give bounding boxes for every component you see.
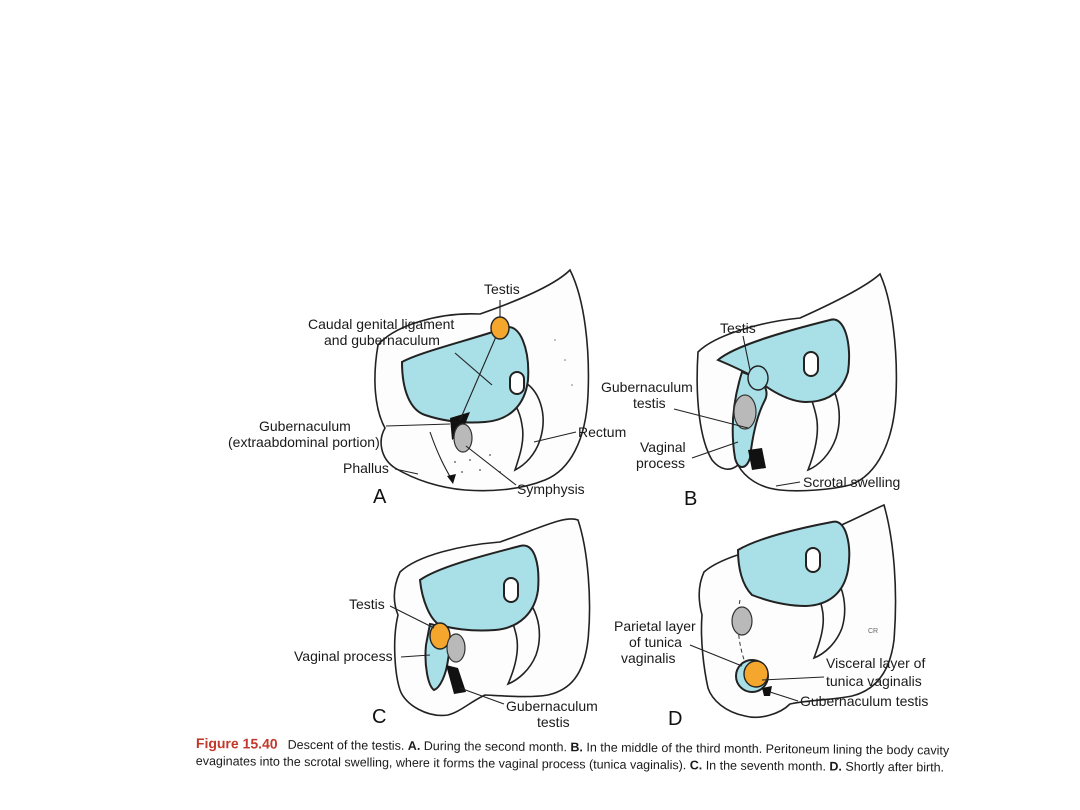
panel-a-symphysis-label: Symphysis	[517, 481, 585, 497]
caption-intro: Descent of the testis.	[287, 737, 405, 753]
panel-c-letter: C	[372, 706, 386, 728]
panel-a-caudal-leader	[454, 352, 493, 386]
panel-d-parietal-label-1: Parietal layer	[614, 618, 696, 634]
panel-b-vaginal-label-2: process	[636, 455, 685, 471]
panel-a-body-cavity	[400, 326, 530, 424]
panel-a-rectum-label: Rectum	[578, 424, 626, 440]
panel-d-body-cavity	[736, 520, 851, 608]
panel-c-rectum-lumen	[503, 577, 519, 603]
panel-b-gubernaculum-leader	[673, 408, 749, 429]
panel-b-testis	[747, 365, 769, 391]
caption-text-c: In the seventh month.	[705, 758, 827, 774]
panel-b-rectum-lumen	[803, 351, 819, 377]
panel-d-testis	[743, 660, 769, 688]
panel-c-testis-leader	[389, 605, 435, 629]
panel-d-gubernaculum	[762, 686, 772, 696]
figure-number: Figure 15.40	[195, 735, 278, 752]
panel-d-symphysis	[731, 606, 753, 636]
panel-d-gubernaculum-label: Gubernaculum testis	[800, 693, 928, 709]
panel-d: Parietal layer of tunica vaginalis Visce…	[614, 503, 928, 730]
panel-c-gubernaculum-label-1: Gubernaculum	[506, 698, 598, 714]
panel-a-phallus-leader	[394, 468, 419, 475]
panel-a-symphysis-leader	[465, 445, 517, 486]
panel-c-vaginal-leader	[400, 654, 431, 658]
panel-d-obliterated-process	[737, 599, 747, 666]
panel-a-gubernaculum-label-1: Gubernaculum	[259, 418, 351, 434]
panel-a-gubernaculum-leader	[385, 423, 451, 427]
panel-a-testis	[490, 316, 510, 340]
panel-a-testis-label: Testis	[484, 281, 520, 297]
panel-d-letter: D	[668, 708, 682, 730]
caption-key-a: A.	[407, 738, 421, 753]
panel-b-gubernaculum-label-2: testis	[633, 395, 666, 411]
panel-a-gubernaculum-label-2: (extraabdominal portion)	[228, 434, 380, 450]
figure-caption: Figure 15.40 Descent of the testis. A. Du…	[196, 735, 976, 777]
panel-d-parietal-leader	[689, 644, 743, 667]
panel-c-gubernaculum	[446, 665, 466, 694]
panel-b: Testis Gubernaculum testis Vaginal proce…	[601, 272, 900, 510]
panel-b-symphysis	[733, 394, 757, 430]
panel-d-rectum-lumen	[805, 547, 821, 573]
panel-a-rectum-leader	[533, 431, 577, 443]
panel-b-testis-label: Testis	[720, 320, 756, 336]
panel-a-rectum-lumen	[509, 371, 525, 395]
panel-c-testis-label: Testis	[349, 596, 385, 612]
panel-b-letter: B	[684, 488, 697, 510]
panel-a-caudal-label-1: Caudal genital ligament	[308, 316, 454, 332]
panel-c: Testis Vaginal process Gubernaculum test…	[294, 518, 598, 730]
panel-a-letter: A	[373, 486, 387, 508]
panel-a-caudal-label-2: and gubernaculum	[324, 332, 440, 348]
caption-key-d: D.	[829, 759, 842, 774]
panel-c-vaginal-label: Vaginal process	[294, 648, 393, 664]
caption-text-a: During the second month.	[423, 738, 568, 755]
panel-b-scrotal-leader	[775, 481, 801, 487]
panel-c-gubernaculum-leader	[459, 687, 505, 705]
panel-d-artist-initials: CR	[868, 628, 878, 635]
panel-c-gubernaculum-label-2: testis	[537, 714, 570, 730]
panel-b-vaginal-label-1: Vaginal	[640, 439, 686, 455]
panel-b-gubernaculum	[748, 448, 766, 470]
caption-key-c: C.	[689, 758, 703, 773]
panel-d-visceral-label-2: tunica vaginalis	[826, 673, 922, 689]
panel-d-visceral-leader	[761, 676, 825, 681]
panel-c-testis	[429, 622, 451, 650]
panel-a-arrowhead	[447, 474, 456, 484]
panel-d-parietal-label-2: of tunica	[629, 634, 682, 650]
panel-d-parietal-label-3: vaginalis	[621, 650, 675, 666]
panel-a-phallus-label: Phallus	[343, 460, 389, 476]
panel-a: Testis Caudal genital ligament and guber…	[228, 268, 626, 508]
caption-text-d: Shortly after birth.	[845, 759, 945, 775]
panel-b-vaginal-leader	[691, 441, 739, 459]
panel-a-ligament	[459, 331, 499, 421]
panel-a-symphysis	[453, 423, 473, 453]
panel-b-gubernaculum-label-1: Gubernaculum	[601, 379, 693, 395]
panel-d-visceral-label-1: Visceral layer of	[826, 655, 925, 671]
panel-d-gubernaculum-leader	[769, 691, 799, 702]
caption-key-b: B.	[570, 740, 583, 755]
panel-b-scrotal-label: Scrotal swelling	[803, 474, 900, 490]
panel-c-symphysis	[446, 633, 466, 663]
panel-b-testis-leader	[742, 335, 751, 371]
